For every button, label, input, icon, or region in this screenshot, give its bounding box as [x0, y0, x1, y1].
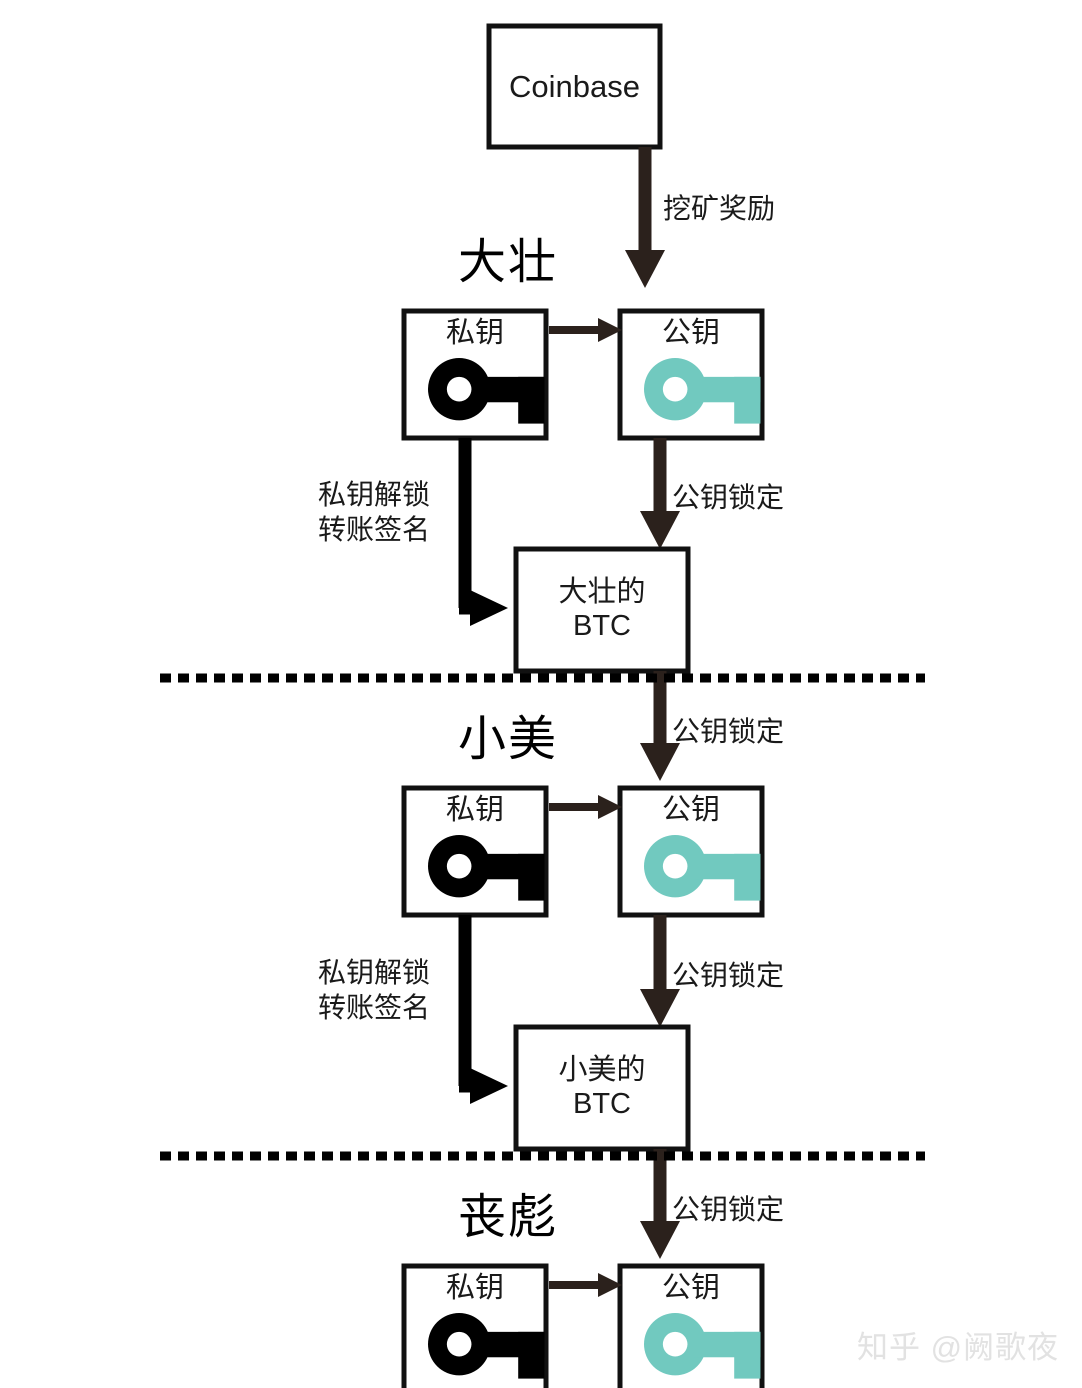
asset-label-1: 大壮的 BTC	[558, 576, 646, 643]
mining-reward-arrow	[625, 147, 665, 288]
transfer-arrow-1	[640, 671, 680, 781]
public-key-lock-arrow-1	[640, 438, 680, 549]
public-key-label-3: 公钥	[661, 1272, 720, 1304]
private-key-unlock-arrow-2	[458, 915, 508, 1104]
transfer-lock-label-1: 公钥锁定	[672, 716, 785, 747]
asset-box-2[interactable]	[513, 1024, 691, 1152]
public-key-lock-arrow-2	[640, 915, 680, 1027]
transfer-lock-label-2: 公钥锁定	[672, 1194, 785, 1225]
key-derivation-arrow-1	[549, 318, 622, 342]
section-title-1: 大壮	[458, 236, 559, 289]
public-key-label-2: 公钥	[661, 794, 720, 826]
private-key-label-1: 私钥	[445, 317, 504, 349]
public-key-lock-label-2: 公钥锁定	[672, 960, 785, 991]
public-key-label-1: 公钥	[661, 317, 720, 349]
section-title-2: 小美	[458, 713, 559, 766]
coinbase-label: Coinbase	[509, 69, 640, 104]
asset-label-2: 小美的 BTC	[558, 1054, 646, 1121]
key-derivation-arrow-3	[549, 1273, 622, 1297]
coinbase-box[interactable]	[486, 23, 663, 150]
private-key-unlock-label-2: 私钥解锁 转账签名	[318, 957, 431, 1023]
private-key-label-2: 私钥	[445, 794, 504, 826]
mining-reward-label: 挖矿奖励	[663, 193, 776, 224]
private-key-label-3: 私钥	[445, 1272, 504, 1304]
key-derivation-arrow-2	[549, 795, 622, 819]
private-key-unlock-label-1: 私钥解锁 转账签名	[318, 479, 431, 545]
public-key-lock-label-1: 公钥锁定	[672, 482, 785, 513]
section-title-3: 丧彪	[458, 1191, 559, 1244]
private-key-unlock-arrow-1	[458, 438, 508, 626]
asset-box-1[interactable]	[513, 546, 691, 674]
transfer-arrow-2	[640, 1149, 680, 1259]
watermark: 知乎 @阙歌夜	[857, 1330, 1060, 1365]
